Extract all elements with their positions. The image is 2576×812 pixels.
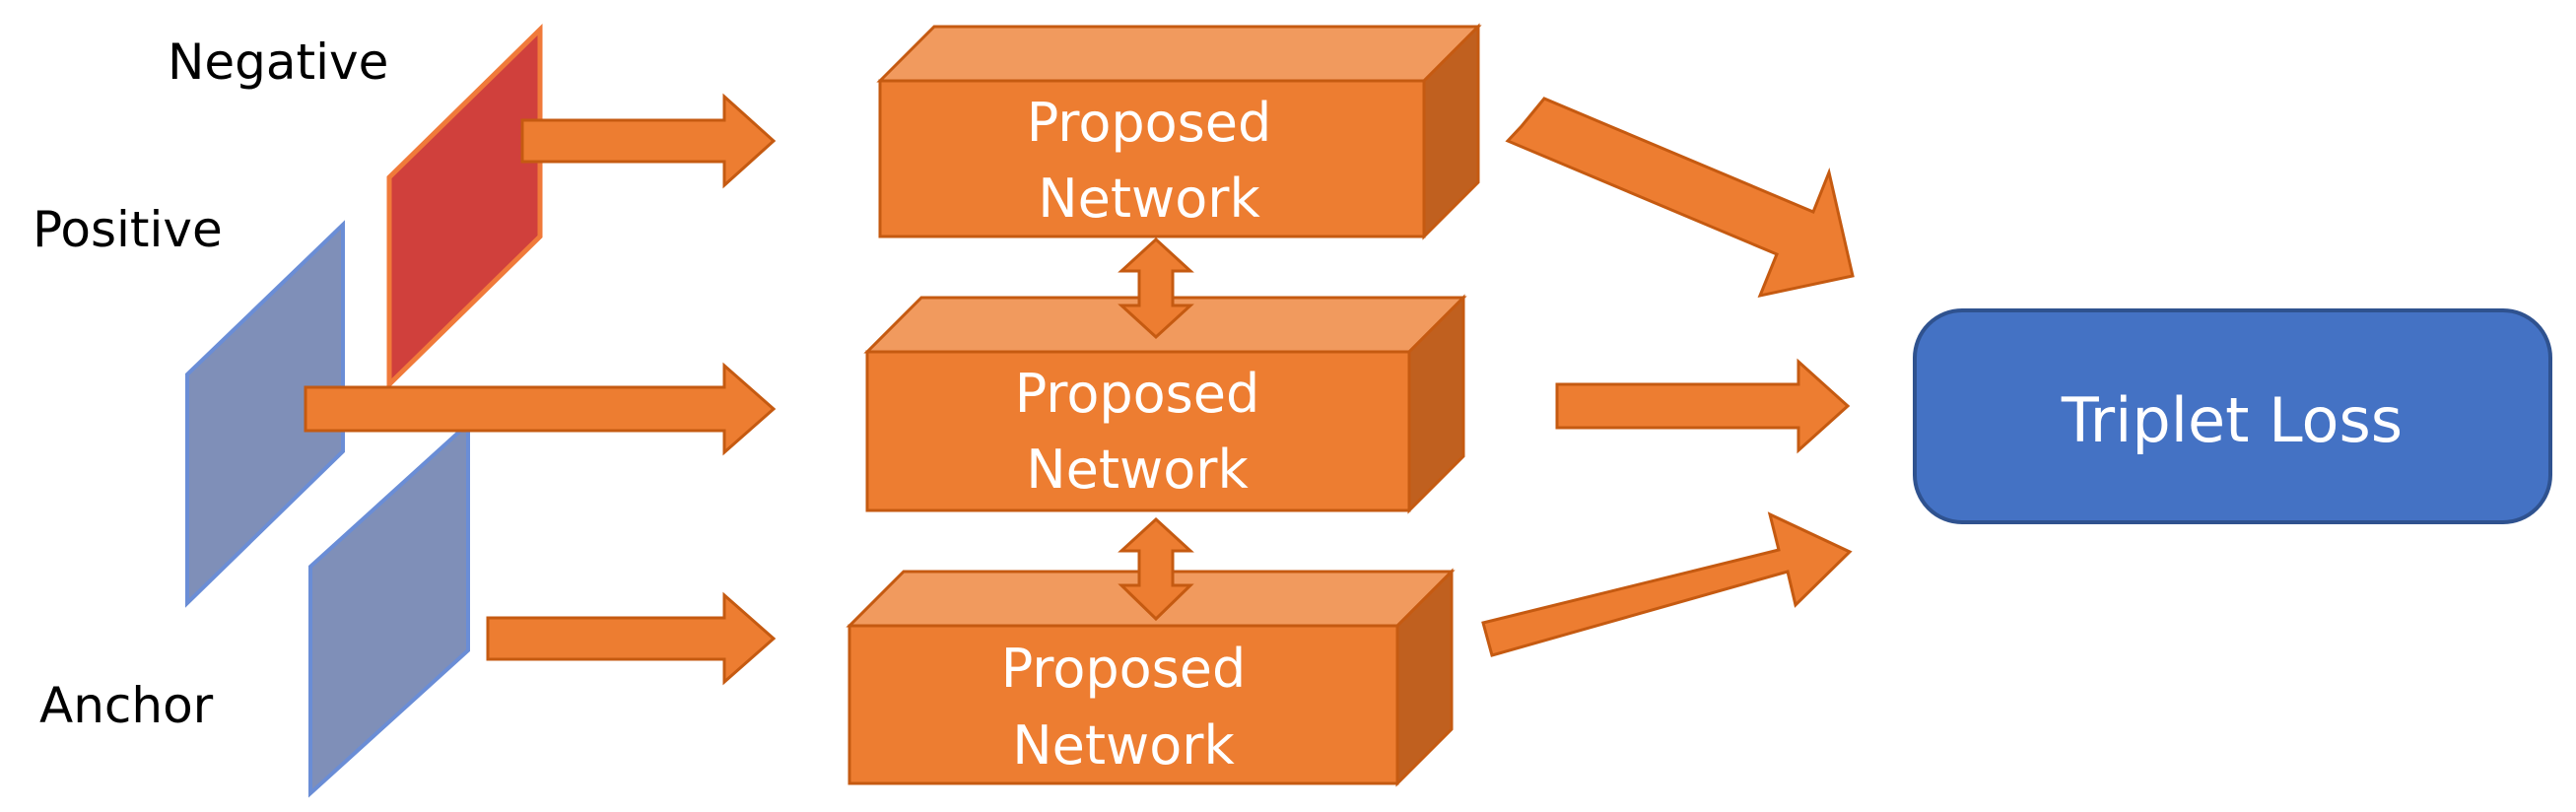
negative-input-arrow [520,93,777,189]
network-3-output-arrow [1481,511,1853,657]
anchor-input-arrow [486,591,777,686]
network-2-label-line2: Network [1026,439,1249,501]
positive-plane [185,220,345,608]
negative-label: Negative [168,34,388,91]
triplet-loss-label: Triplet Loss [2061,384,2403,456]
triplet-loss-box [1913,308,2552,524]
network-3-label-line1: Proposed [1001,638,1247,700]
network-2-front-face [865,350,1411,512]
network-1-top-face [876,25,1482,83]
network-1-label-line1: Proposed [1027,92,1272,154]
negative-plane [386,24,543,390]
network-3-label-line2: Network [1012,714,1235,777]
network-1-front-face [878,79,1426,238]
proposed-network-1: Proposed Network [876,23,1482,240]
network-2-output-arrow [1555,358,1851,454]
network-1-output-arrow [1505,97,1855,299]
proposed-network-2: Proposed Network [863,294,1467,514]
network-3-front-face [847,624,1399,785]
shared-weights-arrow-top [1118,237,1194,340]
positive-label: Positive [33,201,223,258]
network-2-label-line1: Proposed [1015,363,1260,425]
shared-weights-arrow-bottom [1118,516,1194,622]
anchor-label: Anchor [39,677,214,734]
positive-input-arrow [304,362,777,456]
anchor-plane [308,419,470,798]
network-1-label-line2: Network [1038,168,1260,230]
